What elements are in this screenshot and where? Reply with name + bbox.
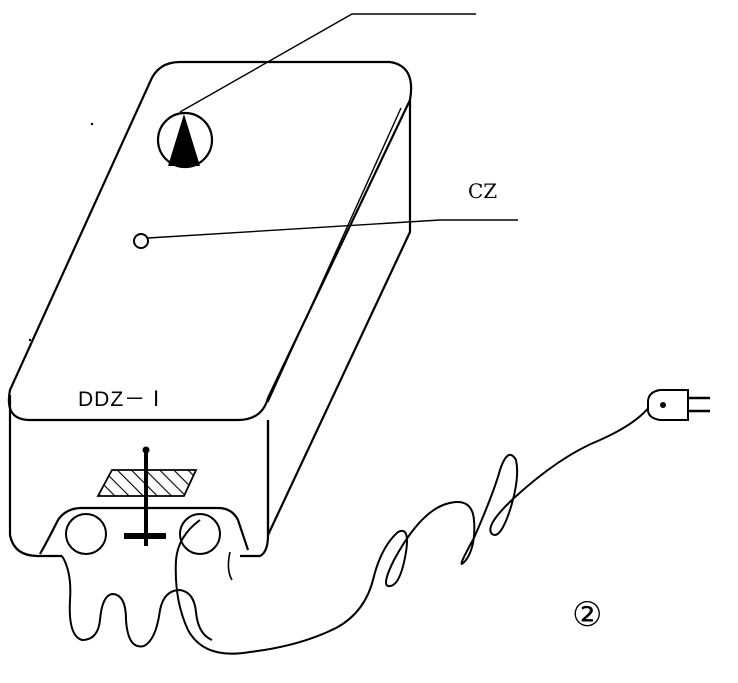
triangle-indicator-icon [168,114,200,166]
box-front-face [8,395,270,558]
box-right-inner-edge [267,107,402,403]
outlet-hole-left [65,513,107,555]
box-top-face [7,60,413,422]
socket-housing [39,506,250,555]
outlet-hole-right [179,513,221,555]
speck [28,338,32,342]
base-legs-right [227,551,233,581]
pin-top [142,446,150,454]
power-plug-icon [647,389,710,421]
indicator-leader-line [179,13,476,113]
power-cord [174,405,651,655]
model-label: DDZ－ Ⅰ [78,388,160,411]
cz-point [133,233,149,249]
speck [90,122,94,126]
cz-label: CZ [468,179,497,203]
base-legs [61,555,213,648]
figure-number: ② [572,595,602,635]
cz-leader-line [147,219,518,239]
